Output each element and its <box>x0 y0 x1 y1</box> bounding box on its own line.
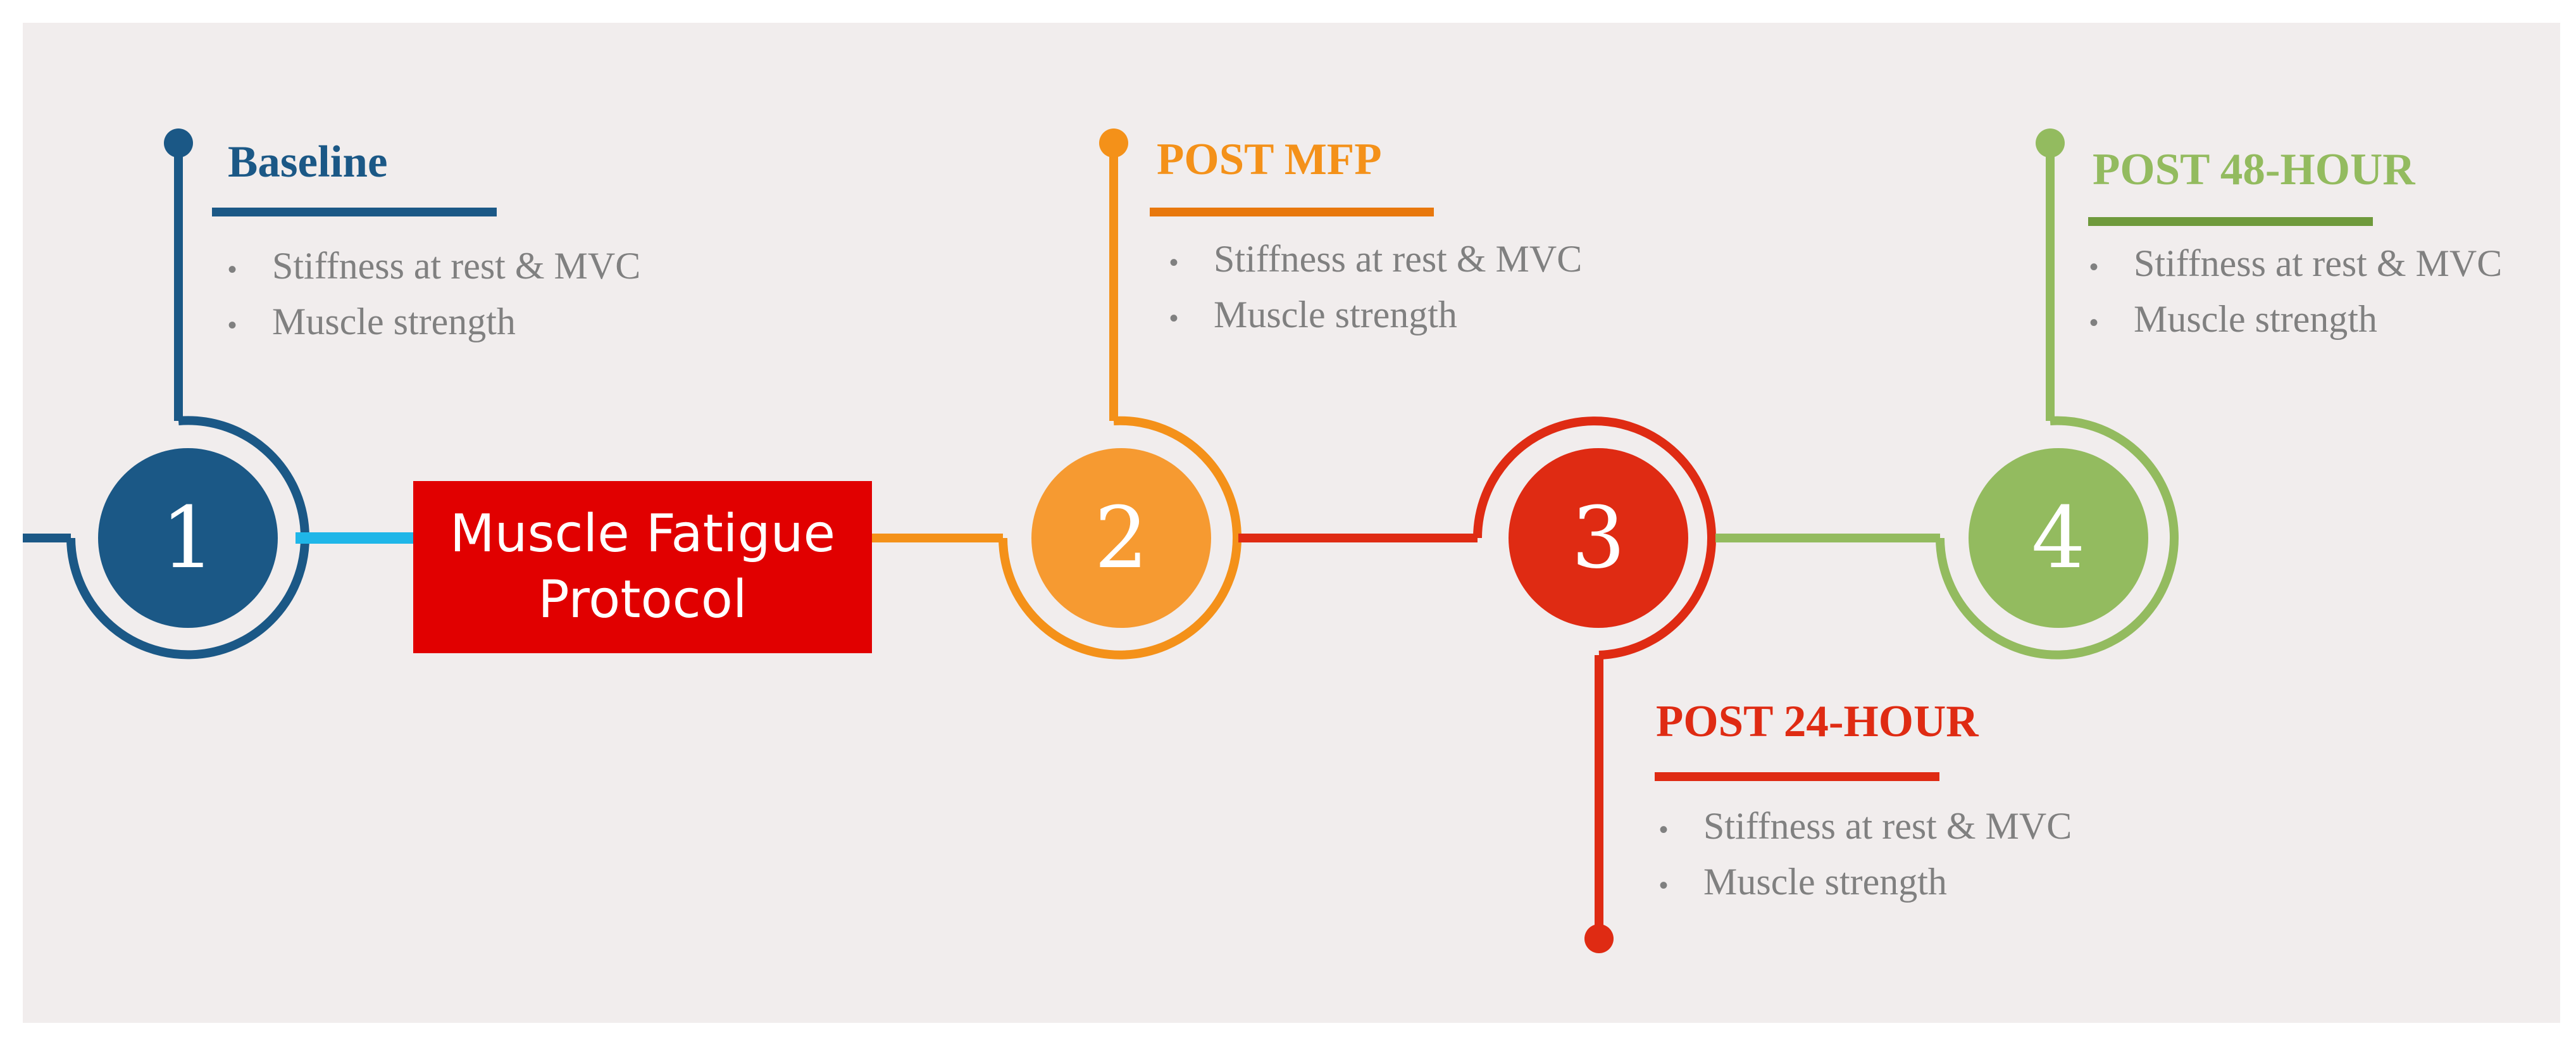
muscle-fatigue-protocol-box: Muscle Fatigue Protocol <box>413 481 872 653</box>
step-4-item: Muscle strength <box>2089 293 2502 349</box>
step-1-item: Stiffness at rest & MVC <box>228 240 640 296</box>
step-2-number: 2 <box>1094 489 1148 587</box>
step-3-item: Stiffness at rest & MVC <box>1659 800 2072 856</box>
step-3-stem-dot <box>1584 924 1614 953</box>
step-3-disc <box>1509 448 1688 628</box>
step-1-title: Baseline <box>228 137 388 187</box>
step-2-item: Muscle strength <box>1169 289 1582 344</box>
step-4-disc <box>1969 448 2148 628</box>
step-3-number: 3 <box>1571 489 1626 587</box>
step-1-stem-dot <box>164 128 193 158</box>
step-1-disc <box>98 448 278 628</box>
step-1-item: Muscle strength <box>228 296 640 351</box>
step-2-item: Stiffness at rest & MVC <box>1169 233 1582 289</box>
muscle-fatigue-protocol-label: Muscle Fatigue Protocol <box>449 504 836 630</box>
step-2-arc <box>999 416 1241 660</box>
step-3-bullet-list: Stiffness at rest & MVC Muscle strength <box>1659 800 2072 911</box>
step-2-bullet-list: Stiffness at rest & MVC Muscle strength <box>1169 233 1582 344</box>
step-4-stem-dot <box>2036 128 2065 158</box>
step-4-bullet-list: Stiffness at rest & MVC Muscle strength <box>2089 237 2502 349</box>
step-2-stem-dot <box>1099 128 1128 158</box>
step-2-disc <box>1031 448 1211 628</box>
step-2-title: POST MFP <box>1157 135 1382 184</box>
step-4-title: POST 48-HOUR <box>2093 145 2415 194</box>
step-1-number: 1 <box>161 489 215 587</box>
step-1-bullet-list: Stiffness at rest & MVC Muscle strength <box>228 240 640 351</box>
step-4-number: 4 <box>2031 489 2086 587</box>
step-3-title: POST 24-HOUR <box>1656 697 1979 746</box>
step-3-item: Muscle strength <box>1659 856 2072 911</box>
step-4-arc <box>1936 416 2179 660</box>
step-3-arc <box>1473 416 1716 660</box>
step-1-arc <box>66 416 309 660</box>
step-4-item: Stiffness at rest & MVC <box>2089 237 2502 293</box>
